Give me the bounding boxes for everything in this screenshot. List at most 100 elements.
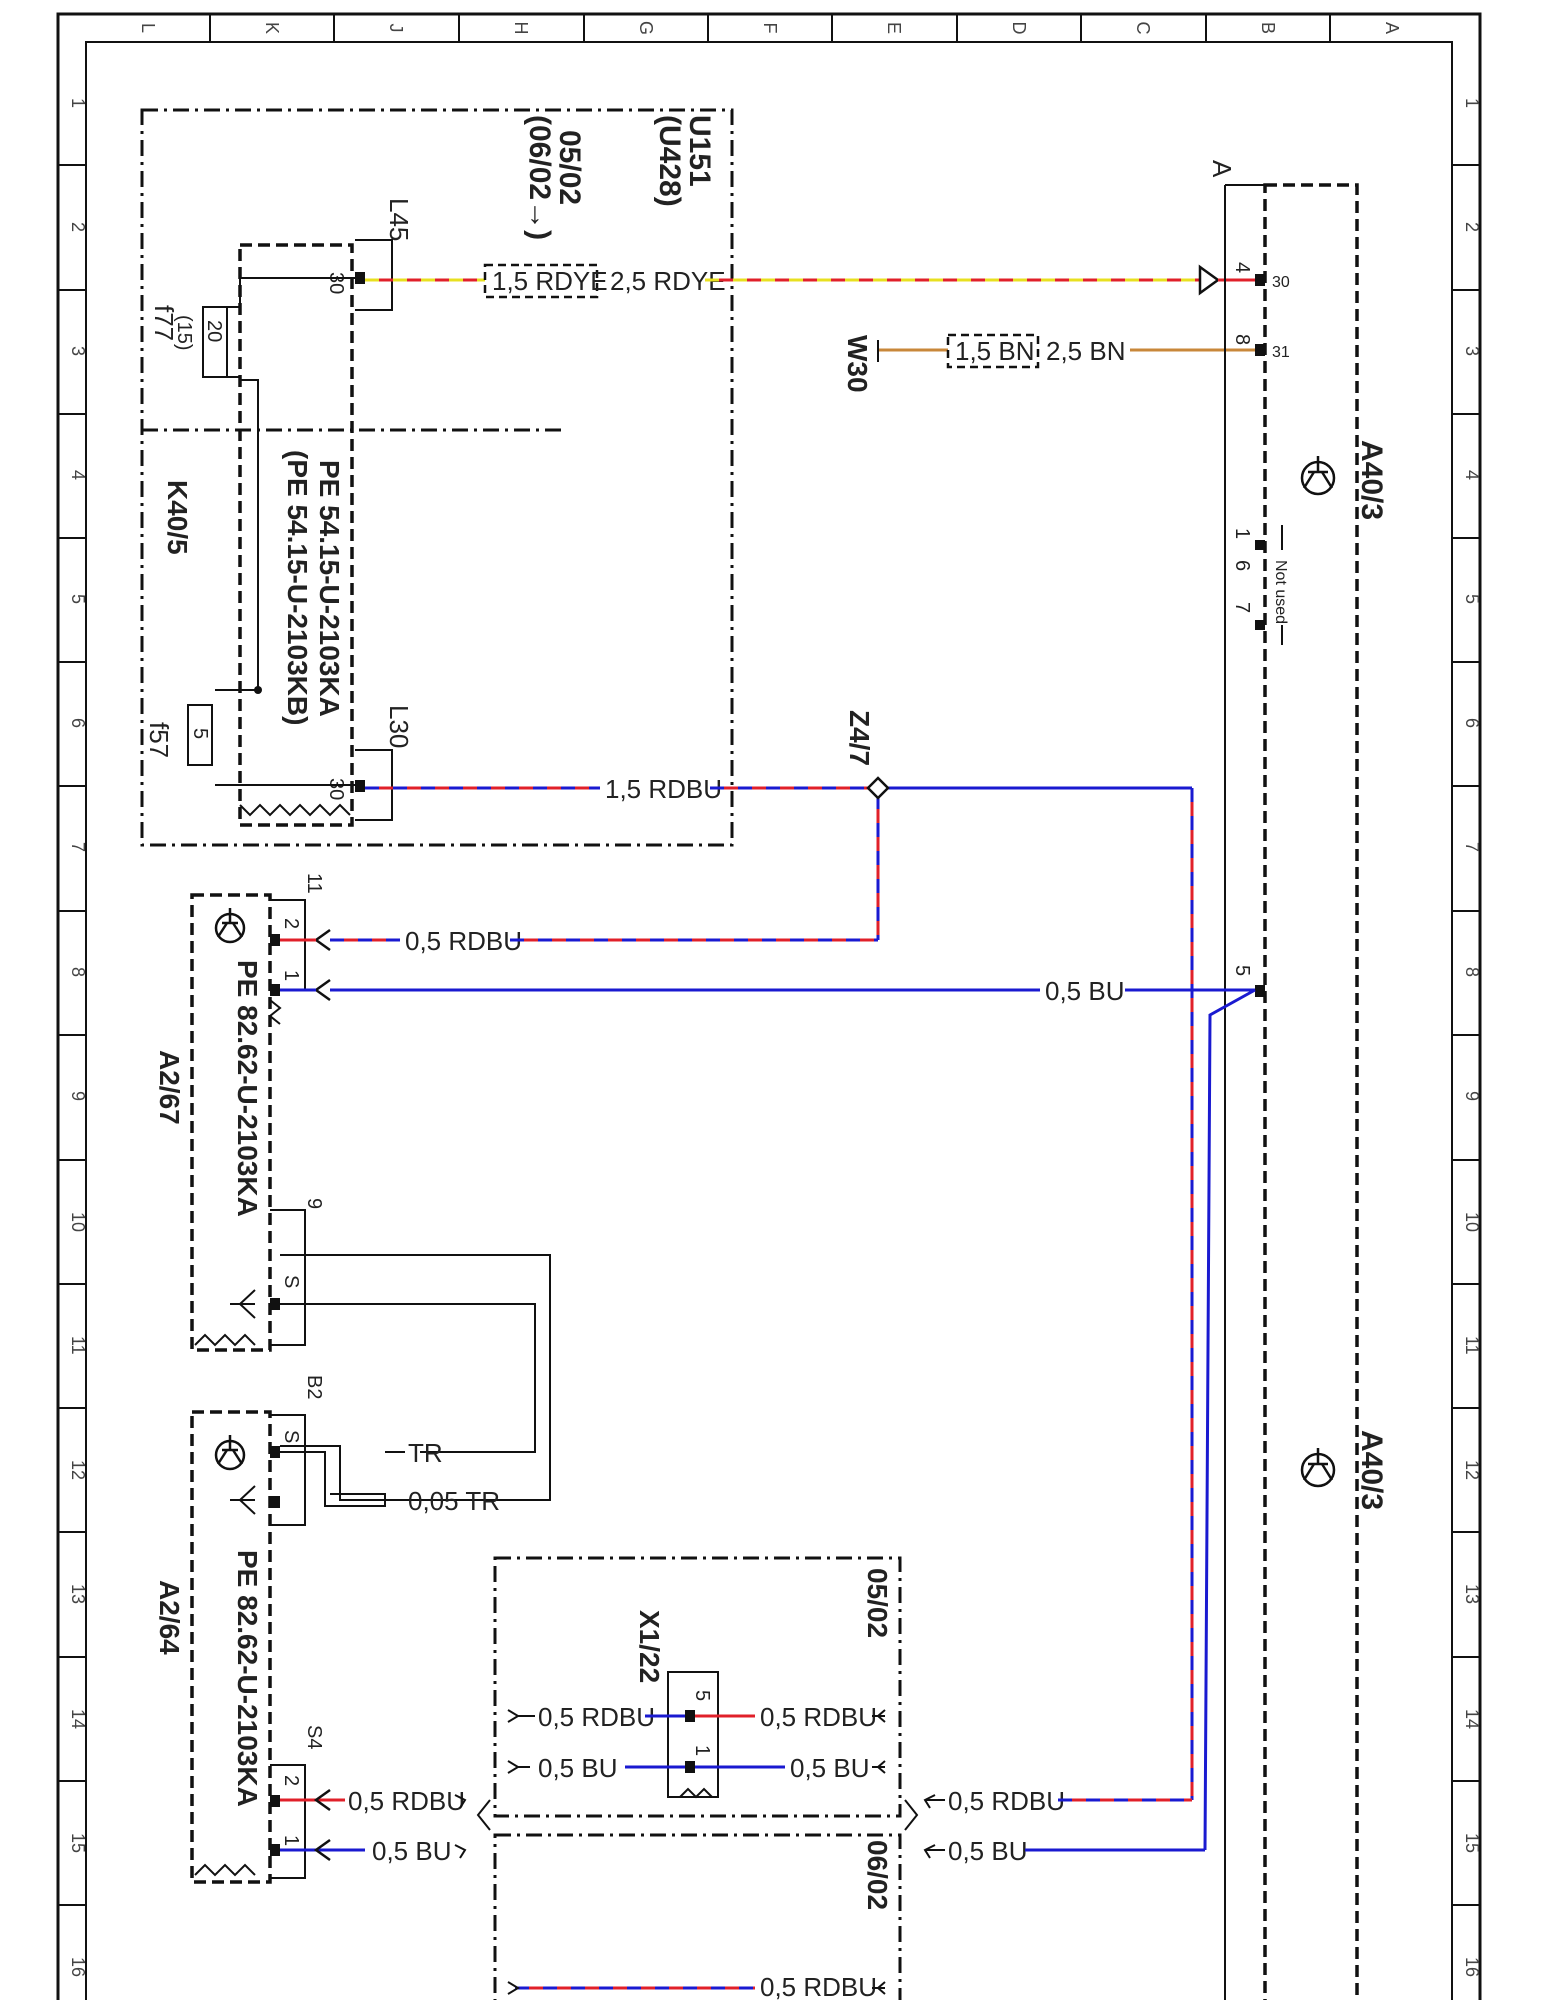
wire-label: 1,5 BN [955,336,1035,366]
wire-label-box [483,263,599,299]
a2-64-pin-label: 2 [280,1775,302,1786]
ruler-letter: J [386,24,406,33]
ruler-number: 13 [68,1584,88,1604]
a2-67-pin-label: 2 [280,918,302,929]
wire-bu-a2-67: 0,5 BU [313,976,1256,1851]
ruler-letter: C [1133,22,1153,35]
antenna-icon [230,1289,256,1319]
ruler-number: 7 [1462,842,1482,852]
wire-label: 0,5 BU [538,1753,618,1783]
ruler-letter: K [262,22,282,34]
transistor-icon [1300,456,1336,496]
wire-label-box [946,333,1040,369]
ruler-number: 4 [1462,470,1482,480]
ruler-letter: E [884,22,904,34]
ruler-letter: H [511,22,531,35]
a2-64-pin-s: S [280,1430,302,1443]
zigzag [679,1787,713,1799]
l30-label: L30 [384,705,414,748]
antenna-icon [230,1485,256,1515]
ruler-number: 11 [68,1336,88,1355]
x1-22-box [493,1556,902,1818]
left-ruler: 1 2 3 4 5 6 7 8 9 10 11 12 13 14 15 16 [58,98,88,1977]
a2-67-pin-label: 1 [280,970,302,981]
ruler-number: 16 [68,1957,88,1977]
wire-label: 1,5 RDBU [605,774,722,804]
relay-coil-zigzag [239,803,351,817]
ruler-letter: F [760,23,780,34]
outer-frame [56,12,1482,2000]
f77-rating-label: 20 [203,320,225,342]
ruler-number: 3 [1462,346,1482,356]
u151-internal-wire [215,376,259,691]
ruler-letter: B [1258,22,1278,34]
l45-connector [355,239,393,311]
ruler-letter: D [1009,22,1029,35]
wire-rdbu-a2-67: 0,5 RDBU [313,926,878,956]
zigzag [268,999,282,1025]
inner-frame [85,41,1453,2000]
wire-label: 0,5 BU [790,1753,870,1783]
f57-label: f57 [144,722,174,758]
k40-pe1-label: PE 54.15-U-2103KA [314,460,345,717]
a2-67-box [190,893,272,1352]
a2-64-pin-label: 1 [280,1835,302,1846]
a2-67-conn9 [270,1209,306,1346]
w30-label: W30 [842,335,873,393]
wire-label: 0,5 RDBU [760,1702,877,1732]
ruler-number: 6 [68,718,88,728]
a2-67-label: A2/67 [154,1050,185,1125]
ruler-number: 6 [1462,718,1482,728]
k40-relay-box [238,243,354,827]
coax-core [280,1451,386,1507]
a2-64-conn-s4 [270,1764,306,1879]
a40-pin-5 [1255,985,1265,997]
l30-pin-label: 30 [325,778,347,800]
right-ruler: 1 2 3 4 5 6 7 8 9 10 11 12 13 14 15 16 [1452,98,1482,1977]
splice-z4-7: Z4/7 [844,710,890,800]
ruler-number: 1 [1462,98,1482,108]
a2-64-label: A2/64 [154,1580,185,1655]
transistor-icon [1300,1448,1336,1488]
wire-rdye: 1,5 RDYE 2,5 RDYE [365,263,1255,299]
l30-pin [355,780,365,792]
ruler-number: 9 [68,1091,88,1101]
z4-7-label: Z4/7 [844,710,875,766]
junction-dot [254,686,262,694]
u151-label: U151 [683,115,716,187]
a2-67-conn11-label: 11 [303,873,325,894]
a2-64-conn-b2 [270,1414,306,1526]
wire-label: 0,5 RDBU [348,1786,465,1816]
a2-67-conn9-label: 9 [303,1198,325,1209]
a40-pin-func: 31 [1272,344,1290,361]
ruler-number: 14 [68,1709,88,1729]
u151-ref2-label: (06/02→) [523,115,556,240]
l45-pin-label: 30 [325,272,347,294]
wire-rdbu-main: 1,5 RDBU [365,774,1194,1800]
a40-3-label-2: A40/3 [1355,1430,1388,1510]
x1-22-ref-top: 05/02 [862,1568,893,1638]
a40-pin-8 [1255,344,1265,356]
wire-label: 0,5 RDBU [538,1702,655,1732]
k40-5-label: K40/5 [162,480,193,555]
coax-shield [280,1445,385,1501]
wire-label: 0,5 BU [372,1836,452,1866]
ruler-number: 15 [1462,1833,1482,1853]
wire-label: 2,5 BN [1046,336,1126,366]
l45-pin [355,272,365,284]
ruler-number: 12 [68,1460,88,1480]
ruler-number: 7 [68,842,88,852]
u151-box [140,108,734,847]
ruler-number: 10 [68,1212,88,1232]
zigzag [194,1333,256,1347]
transistor-icon [214,1435,246,1471]
ruler-number: 5 [68,594,88,604]
a2-64-conn-b2-label: B2 [303,1375,325,1399]
l45-label: L45 [384,198,414,241]
a40-unused-pin: 1 [1231,528,1253,539]
ruler-number: 4 [68,470,88,480]
fuse-f57 [187,704,213,766]
x1-22-pin: 1 [691,1745,713,1756]
a2-64-box [190,1410,272,1884]
